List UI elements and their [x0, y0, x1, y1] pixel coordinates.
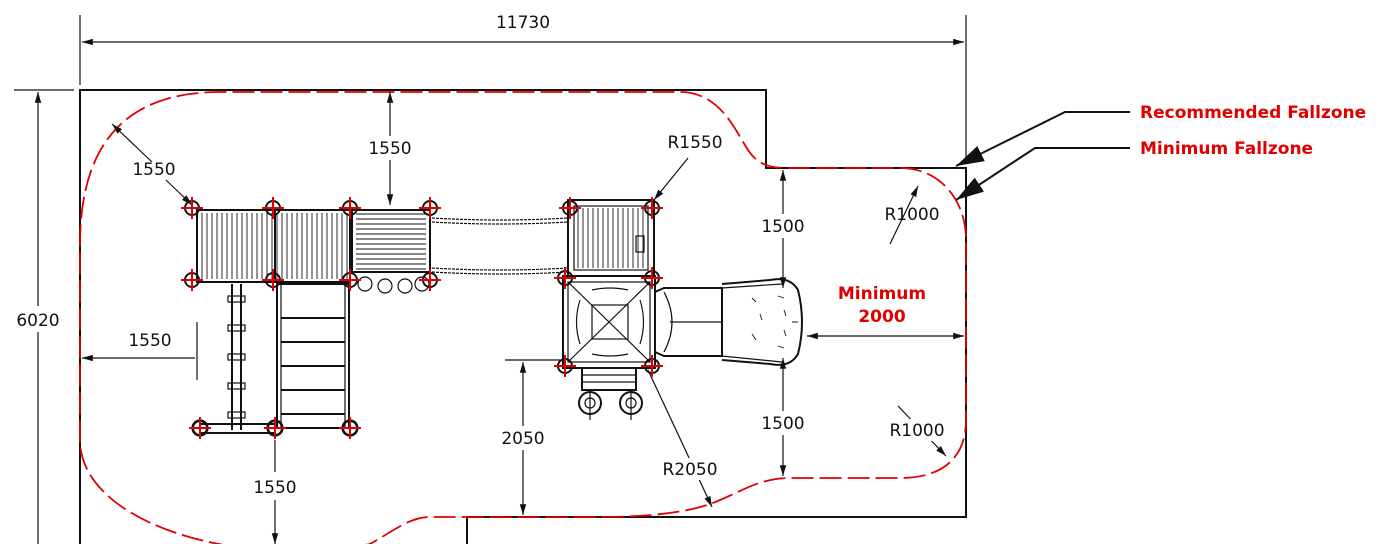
radius-top-mid-text: R1550: [667, 133, 722, 153]
radius-right-top-text: R1000: [884, 205, 939, 225]
dimension-right-bottom-clearance: 1500: [754, 358, 812, 476]
minimum-label-line2: 2000: [858, 307, 905, 327]
deck-right-bottom: [562, 275, 656, 369]
play-equipment: [181, 197, 803, 439]
dimension-radius-bottom-mid: R2050: [647, 369, 723, 508]
dimension-overall-height: 6020: [0, 89, 75, 544]
legend-minimum-fallzone: Minimum Fallzone: [955, 139, 1313, 201]
dimension-radius-right-bottom: R1000: [884, 405, 950, 457]
deck-right-top: [567, 199, 655, 277]
bottom-mid-text: 2050: [501, 429, 544, 449]
right-bottom-clearance-text: 1500: [761, 414, 804, 434]
vertical-rail: [191, 284, 284, 437]
steps: [578, 367, 643, 420]
top-clearance-text: 1550: [368, 139, 411, 159]
right-top-clearance-text: 1500: [761, 217, 804, 237]
slide: [654, 278, 803, 366]
bottom-clearance-text: 1550: [253, 478, 296, 498]
radius-right-bottom-text: R1000: [889, 421, 944, 441]
dimension-overall-width: 11730: [79, 13, 967, 160]
dimension-right-top-clearance: 1500: [754, 170, 812, 288]
ladder: [276, 283, 359, 437]
dimension-top-clearance: 1550: [360, 92, 420, 205]
dimension-left-clearance: 1550: [82, 322, 198, 380]
recommended-fallzone-label: Recommended Fallzone: [1140, 103, 1366, 123]
dimension-corner-top-left: 1550: [111, 123, 193, 206]
left-clearance-text: 1550: [128, 331, 171, 351]
overall-width-text: 11730: [496, 13, 550, 33]
dimension-radius-right-top: R1000: [884, 185, 940, 245]
overall-height-text: 6020: [16, 311, 59, 331]
minimum-label-line1: Minimum: [838, 284, 926, 304]
dimension-minimum-2000: Minimum 2000: [807, 284, 964, 340]
deck-mid: [351, 209, 431, 294]
legend-recommended-fallzone: Recommended Fallzone: [955, 103, 1366, 167]
radius-bottom-mid-text: R2050: [662, 460, 717, 480]
bridge: [431, 217, 569, 275]
posts: [181, 197, 663, 439]
minimum-fallzone-boundary: [79, 91, 967, 544]
dimension-bottom-mid: 2050: [495, 359, 560, 515]
minimum-fallzone-label: Minimum Fallzone: [1140, 139, 1313, 159]
dimension-bottom-clearance: 1550: [253, 440, 297, 544]
corner-top-left-text: 1550: [132, 160, 175, 180]
dimension-radius-top-mid: R1550: [653, 133, 723, 201]
